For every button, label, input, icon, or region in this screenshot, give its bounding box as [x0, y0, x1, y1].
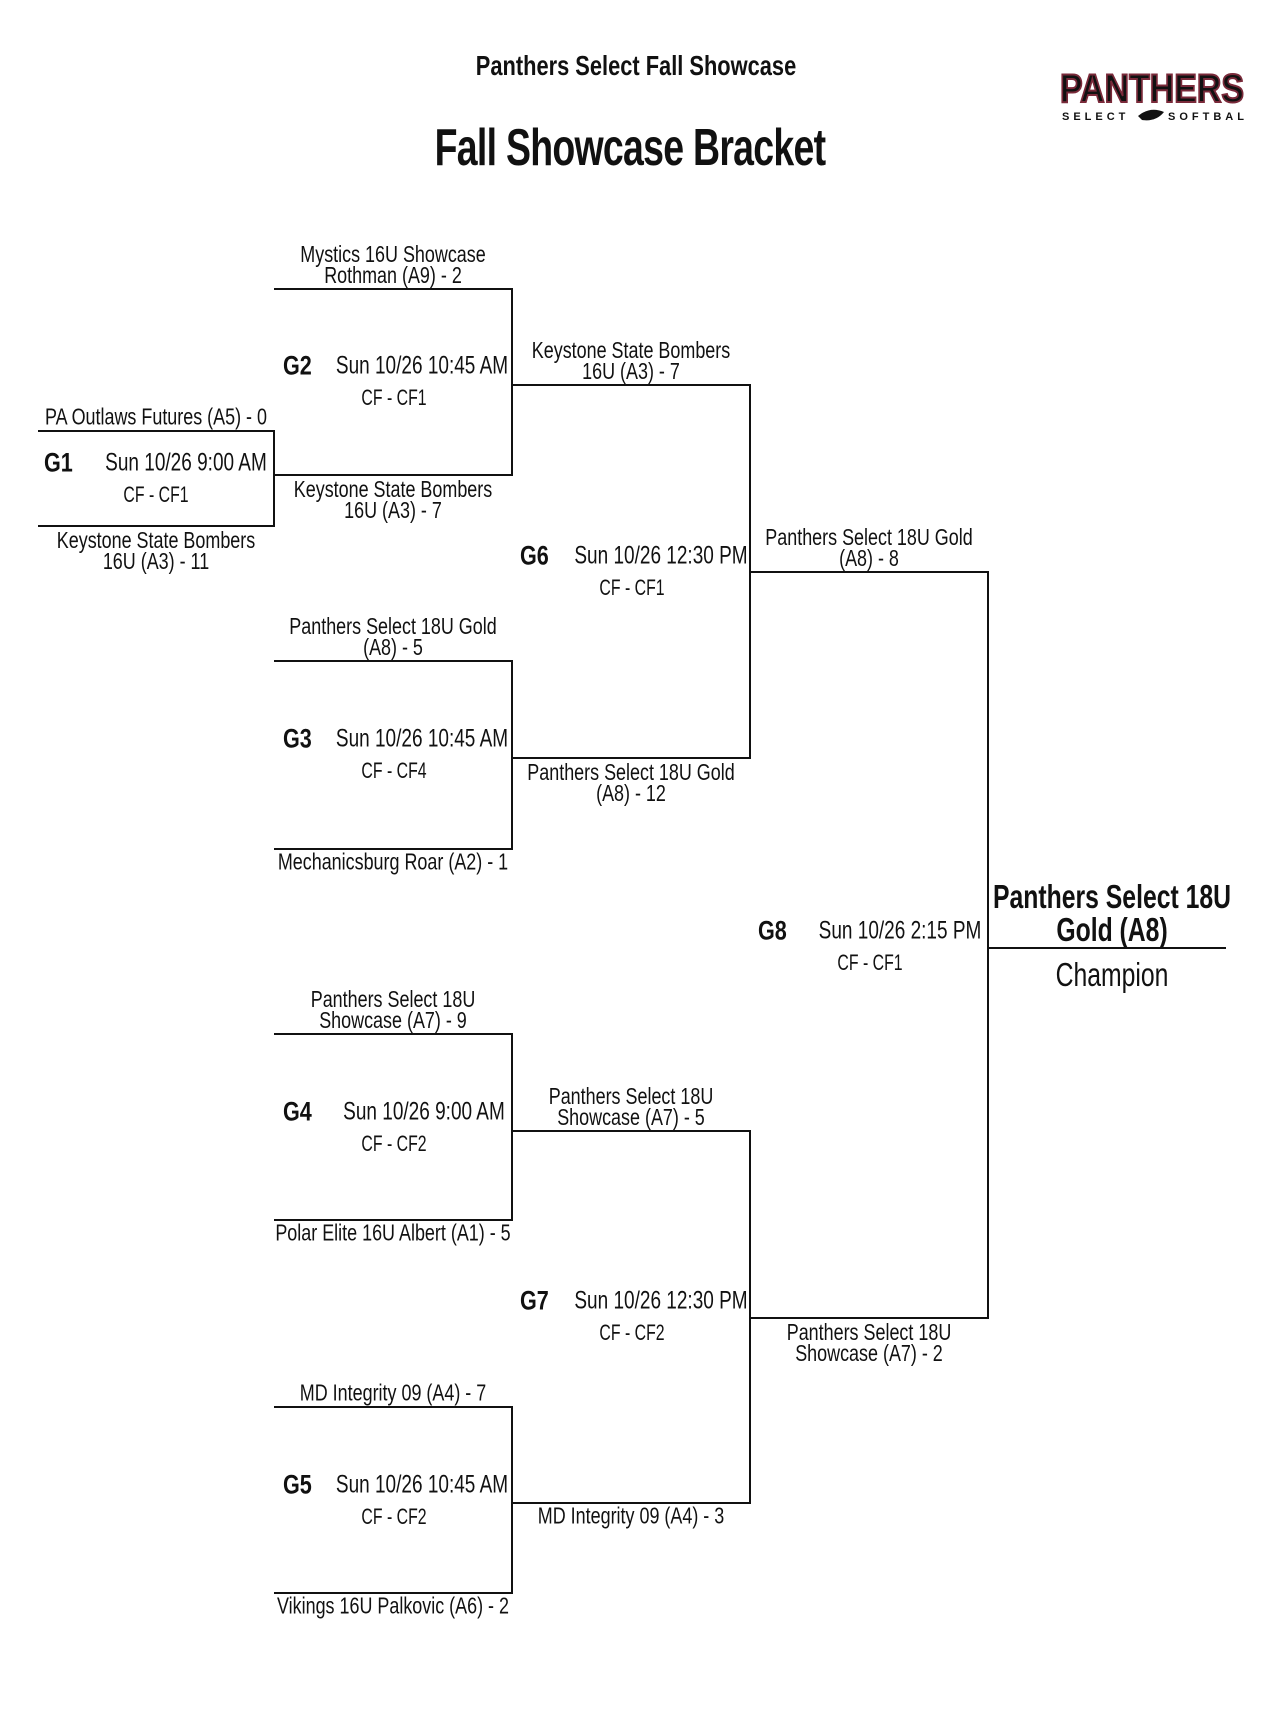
game-datetime: Sun 10/26 10:45 AM [335, 1470, 509, 1499]
team-name-line: Showcase (A7) - 5 [557, 1104, 705, 1130]
game-datetime: Sun 10/26 12:30 PM [574, 1286, 748, 1315]
bracket-line-top [38, 430, 274, 432]
game-datetime: Sun 10/26 9:00 AM [343, 1097, 505, 1126]
game-datetime: Sun 10/26 10:45 AM [335, 351, 509, 380]
team-top[interactable]: MD Integrity 09 (A4) - 7 [299, 1379, 487, 1406]
team-name-line: (A8) - 12 [596, 780, 666, 806]
game-label: G3 [283, 723, 312, 754]
bracket-line-bottom [512, 1502, 750, 1504]
game-datetime: Sun 10/26 9:00 AM [105, 448, 267, 477]
team-name-line: Panthers Select 18U Gold [765, 524, 973, 550]
game-datetime: Sun 10/26 10:45 AM [335, 724, 509, 753]
team-name-line: Rothman (A9) - 2 [324, 262, 462, 288]
bracket-line-top [274, 1406, 512, 1408]
champion-name: Panthers Select 18U [993, 878, 1231, 915]
team-name-line: PA Outlaws Futures (A5) - 0 [44, 403, 268, 430]
game-label: G4 [283, 1096, 312, 1127]
team-top[interactable]: Panthers Select 18U Gold(A8) - 5 [289, 613, 497, 660]
svg-text:SOFTBALL: SOFTBALL [1168, 111, 1246, 123]
bracket-line-top [274, 1033, 512, 1035]
team-bottom[interactable]: Polar Elite 16U Albert (A1) - 5 [275, 1219, 511, 1246]
team-name-line: Keystone State Bombers [56, 527, 256, 553]
bracket-line-bottom [274, 1219, 512, 1221]
bracket-line-bottom [38, 525, 274, 527]
game-venue: CF - CF2 [361, 1504, 427, 1529]
bracket-line-bottom [512, 757, 750, 759]
team-bottom[interactable]: Vikings 16U Palkovic (A6) - 2 [277, 1592, 509, 1619]
game-venue: CF - CF2 [361, 1131, 427, 1156]
team-name-line: Keystone State Bombers [293, 476, 493, 502]
game-label: G7 [520, 1285, 549, 1316]
game-venue: CF - CF2 [599, 1320, 665, 1345]
game-label: G6 [520, 540, 549, 571]
bracket-title: Fall Showcase Bracket [434, 119, 826, 177]
game-venue: CF - CF1 [123, 482, 189, 507]
bracket-line-top [274, 288, 512, 290]
bracket-line-bottom [274, 474, 512, 476]
champion-line [988, 947, 1226, 949]
game-datetime: Sun 10/26 2:15 PM [818, 916, 982, 945]
team-name-line: Panthers Select 18U [310, 986, 476, 1012]
bracket-line-connector [987, 571, 989, 1319]
bracket-line-bottom [750, 1317, 988, 1319]
svg-text:PANTHERS: PANTHERS [1060, 67, 1244, 111]
bracket-line-connector [511, 660, 513, 850]
game-venue: CF - CF1 [599, 575, 665, 600]
bracket-line-bottom [274, 1592, 512, 1594]
champion-label: Champion [1055, 956, 1169, 993]
team-name-line: Mechanicsburg Roar (A2) - 1 [277, 848, 509, 875]
bracket-line-top [512, 1130, 750, 1132]
team-top[interactable]: PA Outlaws Futures (A5) - 0 [44, 403, 268, 430]
team-name-line: 16U (A3) - 7 [344, 497, 442, 523]
team-name-line: Keystone State Bombers [531, 337, 731, 363]
team-name-line: 16U (A3) - 11 [102, 548, 210, 574]
game-venue: CF - CF1 [837, 950, 903, 975]
team-name-line: MD Integrity 09 (A4) - 3 [537, 1502, 725, 1529]
team-name-line: 16U (A3) - 7 [582, 358, 680, 384]
bracket-line-connector [511, 1033, 513, 1221]
bracket-line-top [750, 571, 988, 573]
team-bottom[interactable]: Mechanicsburg Roar (A2) - 1 [277, 848, 509, 875]
team-bottom[interactable]: Panthers Select 18U Gold(A8) - 12 [527, 759, 735, 806]
bracket-line-connector [511, 1406, 513, 1594]
team-name-line: Vikings 16U Palkovic (A6) - 2 [277, 1592, 509, 1619]
event-title: Panthers Select Fall Showcase [475, 50, 797, 81]
team-top[interactable]: Panthers Select 18U Gold(A8) - 8 [765, 524, 973, 571]
panthers-logo: PANTHERS SELECT SOFTBALL [1059, 66, 1246, 123]
champion-name-line2: Gold (A8) [1056, 911, 1168, 948]
team-name-line: Panthers Select 18U Gold [289, 613, 497, 639]
team-name-line: Mystics 16U Showcase [300, 241, 486, 267]
game-label: G2 [283, 350, 312, 381]
team-name-line: Polar Elite 16U Albert (A1) - 5 [275, 1219, 511, 1246]
team-name-line: Panthers Select 18U [548, 1083, 714, 1109]
svg-text:SELECT: SELECT [1062, 111, 1129, 123]
team-name-line: (A8) - 5 [363, 634, 423, 660]
team-name-line: Showcase (A7) - 9 [319, 1007, 467, 1033]
team-name-line: (A8) - 8 [839, 545, 899, 571]
team-name-line: Panthers Select 18U Gold [527, 759, 735, 785]
bracket-line-connector [511, 288, 513, 476]
game-venue: CF - CF1 [361, 385, 427, 410]
team-name-line: Showcase (A7) - 2 [795, 1340, 943, 1366]
team-name-line: MD Integrity 09 (A4) - 7 [299, 1379, 487, 1406]
game-label: G5 [283, 1469, 312, 1500]
bracket-line-connector [273, 430, 275, 527]
bracket-line-top [512, 384, 750, 386]
team-bottom[interactable]: MD Integrity 09 (A4) - 3 [537, 1502, 725, 1529]
game-label: G1 [44, 447, 73, 478]
game-datetime: Sun 10/26 12:30 PM [574, 541, 748, 570]
bracket-line-bottom [274, 848, 512, 850]
game-venue: CF - CF4 [361, 758, 427, 783]
team-name-line: Panthers Select 18U [786, 1319, 952, 1345]
bracket-line-top [274, 660, 512, 662]
game-label: G8 [758, 915, 787, 946]
